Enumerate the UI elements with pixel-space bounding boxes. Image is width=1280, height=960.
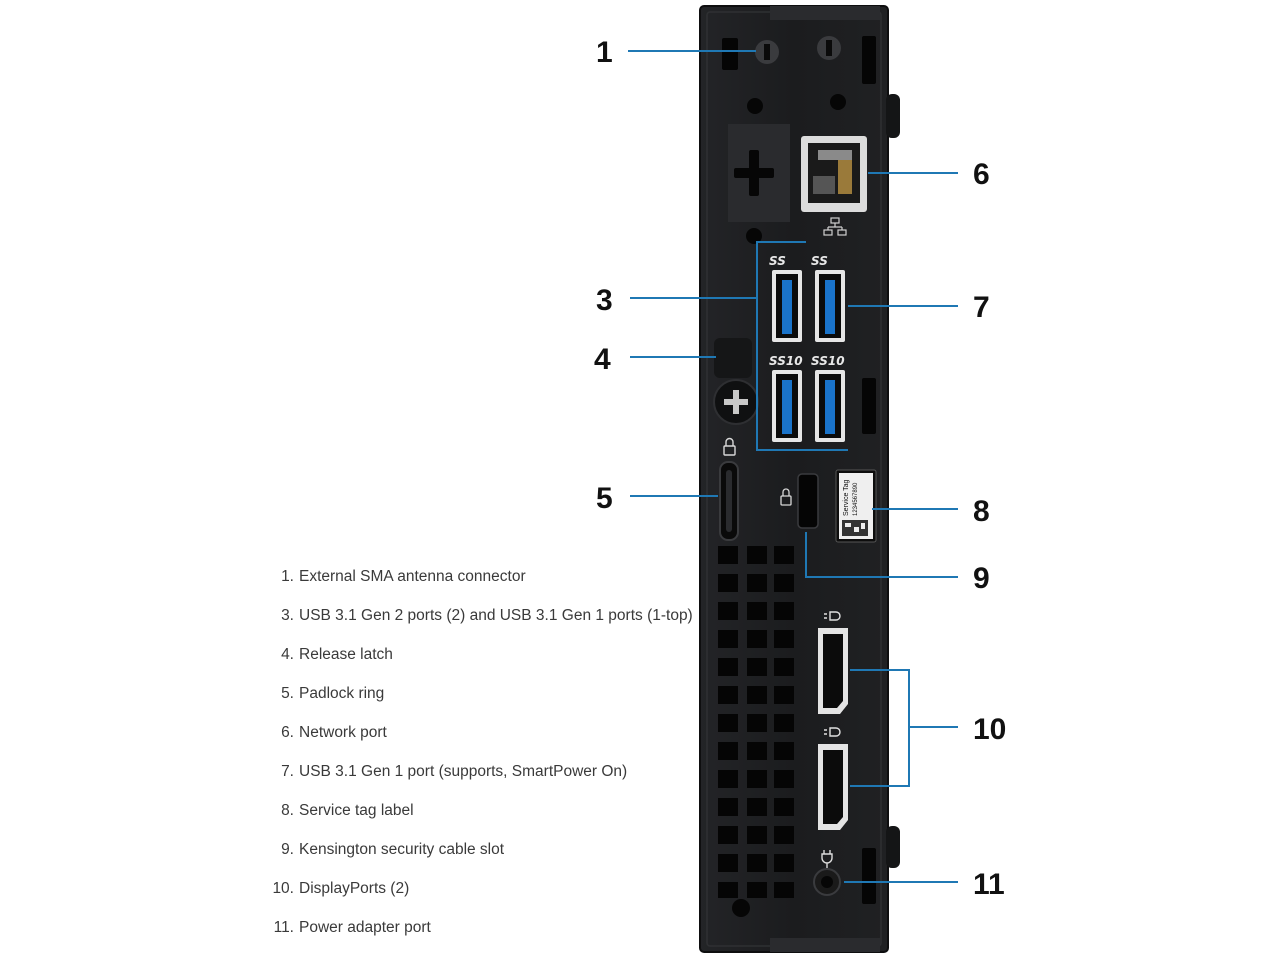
callout-line-3 — [630, 241, 806, 299]
legend-item: 8.Service tag label — [281, 802, 414, 819]
callout-3: 3 — [596, 284, 613, 317]
legend-item: 5.Padlock ring — [281, 685, 385, 702]
callout-11: 11 — [973, 868, 1005, 901]
kensington-icon — [780, 488, 792, 506]
callout-5: 5 — [596, 482, 613, 515]
usb-ss-label-2: SS — [811, 254, 828, 268]
legend-item: 11.Power adapter port — [273, 919, 431, 936]
screw-holes — [732, 94, 846, 917]
callout-lines — [628, 50, 958, 883]
callout-1: 1 — [596, 36, 613, 69]
displayport-2 — [818, 744, 848, 830]
callout-4: 4 — [594, 343, 611, 376]
network-icon — [823, 217, 847, 236]
legend-item: 7.USB 3.1 Gen 1 port (supports, SmartPow… — [281, 763, 628, 780]
callout-7: 7 — [973, 291, 990, 324]
service-tag-label: Service Tag 1234567890 — [835, 469, 877, 543]
usb-ss10-label-2: SS10 — [811, 354, 845, 368]
callout-10: 10 — [973, 713, 1006, 746]
legend-item: 6.Network port — [281, 724, 387, 741]
legend-item: 1.External SMA antenna connector — [281, 568, 526, 585]
legend-item: 9.Kensington security cable slot — [281, 841, 505, 858]
callout-8: 8 — [973, 495, 990, 528]
legend-item: 4.Release latch — [281, 646, 393, 663]
usb-port-4 — [815, 370, 845, 442]
vent-grille — [718, 546, 794, 898]
callout-6: 6 — [973, 158, 990, 191]
usb-ss10-label-1: SS10 — [769, 354, 803, 368]
expansion-cover — [728, 124, 790, 222]
padlock-ring — [719, 461, 739, 541]
service-tag-title: Service Tag — [843, 479, 850, 516]
usb-port-1 — [772, 270, 802, 342]
power-plug-icon — [821, 850, 833, 868]
port-legend: 1.External SMA antenna connector 3.USB 3… — [262, 566, 702, 956]
antenna-connector — [722, 36, 876, 84]
network-port — [801, 136, 867, 212]
usb-port-3 — [772, 370, 802, 442]
legend-item: 10.DisplayPorts (2) — [272, 880, 410, 897]
side-slot — [862, 378, 876, 434]
callout-line-3-bracket — [756, 298, 848, 451]
legend-item: 3.USB 3.1 Gen 2 ports (2) and USB 3.1 Ge… — [281, 607, 693, 624]
usb-port-2 — [815, 270, 845, 342]
padlock-icon — [723, 437, 736, 456]
usb-ports — [772, 270, 845, 442]
service-tag-number: 1234567890 — [853, 482, 859, 516]
release-latch — [713, 338, 759, 425]
callout-9: 9 — [973, 562, 990, 595]
displayport-1 — [818, 628, 848, 714]
power-adapter-port — [813, 848, 876, 904]
kensington-slot — [797, 473, 819, 529]
displayport-icon-1 — [824, 611, 841, 621]
displayport-icon-2 — [824, 727, 841, 737]
usb-ss-label-1: SS — [769, 254, 786, 268]
callout-line-9 — [805, 532, 958, 578]
